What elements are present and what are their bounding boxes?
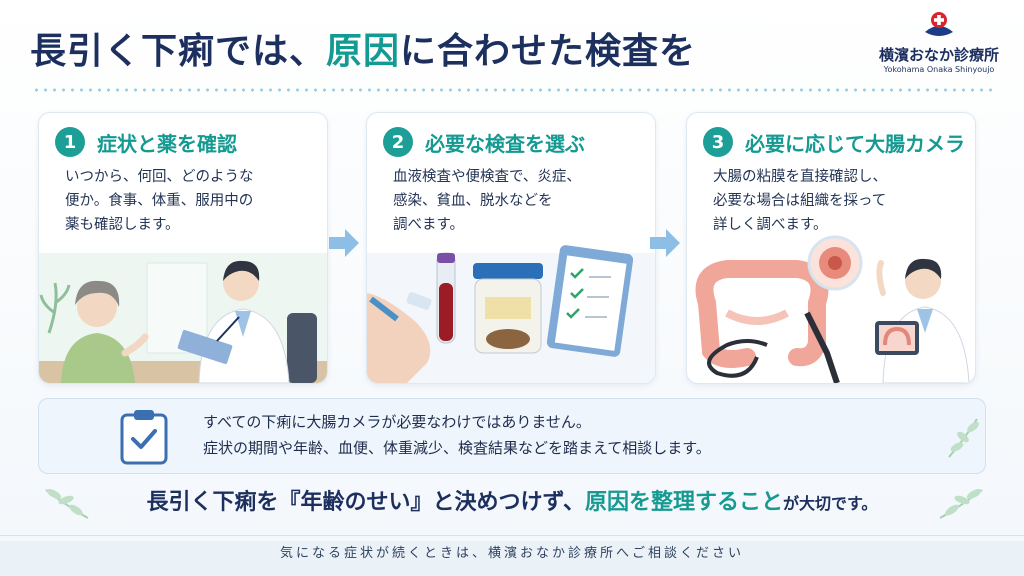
step-card-1: 1 症状と薬を確認 いつから、何回、どのような 便か。食事、体重、服用中の 薬も… bbox=[38, 112, 328, 384]
leaf-decoration-icon bbox=[948, 418, 979, 458]
step-title: 必要に応じて大腸カメラ bbox=[745, 131, 965, 156]
step-number-badge: 3 bbox=[703, 127, 733, 157]
message-part1: 長引く下痢を『年齢のせい』と決めつけず、 bbox=[146, 490, 586, 515]
notice-line: すべての下痢に大腸カメラが必要なわけではありません。 bbox=[203, 413, 591, 431]
step-card-2: 2 必要な検査を選ぶ 血液検査や便検査で、炎症、 感染、貧血、脱水などを 調べま… bbox=[366, 112, 656, 384]
title-part2: に合わせた検査を bbox=[400, 31, 697, 72]
header: 長引く下痢では、原因に合わせた検査を 横濱おなか診療所 Yokohama Ona… bbox=[0, 0, 1024, 92]
step-line: いつから、何回、どのような bbox=[65, 169, 254, 185]
step-description: 血液検査や便検査で、炎症、 感染、貧血、脱水などを 調べます。 bbox=[393, 165, 643, 237]
step-line: 詳しく調べます。 bbox=[713, 217, 828, 233]
step-line: 調べます。 bbox=[393, 217, 465, 233]
message-accent: 原因を整理すること bbox=[585, 490, 784, 515]
step-number-badge: 2 bbox=[383, 127, 413, 157]
title-accent: 原因 bbox=[326, 31, 401, 72]
arrow-right-icon bbox=[329, 229, 359, 257]
page-title: 長引く下痢では、原因に合わせた検査を bbox=[30, 22, 696, 74]
notice-line: 症状の期間や年齢、血便、体重減少、検査結果などを踏まえて相談します。 bbox=[203, 439, 711, 457]
leaf-decoration-icon bbox=[45, 488, 89, 519]
step-header: 2 必要な検査を選ぶ bbox=[383, 125, 585, 159]
logo-name: 横濱おなか診療所 bbox=[878, 46, 999, 64]
lab-tests-illustration bbox=[367, 245, 655, 383]
step-line: 血液検査や便検査で、炎症、 bbox=[393, 169, 581, 185]
dotted-divider bbox=[32, 88, 992, 92]
consultation-illustration bbox=[39, 253, 327, 383]
step-description: 大腸の粘膜を直接確認し、 必要な場合は組織を採って 詳しく調べます。 bbox=[713, 165, 963, 237]
message-part2: が大切です。 bbox=[783, 494, 878, 513]
step-line: 薬も確認します。 bbox=[65, 217, 180, 233]
step-line: 大腸の粘膜を直接確認し、 bbox=[713, 169, 887, 185]
step-line: 必要な場合は組織を採って bbox=[713, 193, 887, 209]
key-message: 長引く下痢を『年齢のせい』と決めつけず、原因を整理することが大切です。 bbox=[0, 484, 1024, 516]
step-line: 感染、貧血、脱水などを bbox=[393, 193, 553, 209]
step-header: 3 必要に応じて大腸カメラ bbox=[703, 125, 965, 159]
notice-text: すべての下痢に大腸カメラが必要なわけではありません。 症状の期間や年齢、血便、体… bbox=[203, 409, 711, 461]
clipboard-check-icon bbox=[120, 410, 168, 465]
arrow-right-icon bbox=[650, 229, 680, 257]
notice-box: すべての下痢に大腸カメラが必要なわけではありません。 症状の期間や年齢、血便、体… bbox=[38, 398, 986, 474]
step-line: 便か。食事、体重、服用中の bbox=[65, 193, 254, 209]
step-title: 必要な検査を選ぶ bbox=[425, 131, 585, 156]
step-card-3: 3 必要に応じて大腸カメラ 大腸の粘膜を直接確認し、 必要な場合は組織を採って … bbox=[686, 112, 976, 384]
leaf-decoration-icon bbox=[939, 488, 983, 519]
footer: 気になる症状が続くときは、横濱おなか診療所へご相談ください bbox=[0, 541, 1024, 576]
clinic-logo: 横濱おなか診療所 Yokohama Onaka Shinyoujo bbox=[864, 10, 1014, 90]
colonoscopy-illustration bbox=[695, 235, 970, 383]
hospital-cross-logo-icon bbox=[925, 12, 953, 36]
footer-divider bbox=[0, 535, 1024, 536]
step-header: 1 症状と薬を確認 bbox=[55, 125, 237, 159]
step-title: 症状と薬を確認 bbox=[97, 131, 237, 156]
title-part1: 長引く下痢では、 bbox=[30, 31, 327, 72]
logo-subtitle: Yokohama Onaka Shinyoujo bbox=[883, 65, 995, 74]
step-description: いつから、何回、どのような 便か。食事、体重、服用中の 薬も確認します。 bbox=[65, 165, 315, 237]
step-number-badge: 1 bbox=[55, 127, 85, 157]
